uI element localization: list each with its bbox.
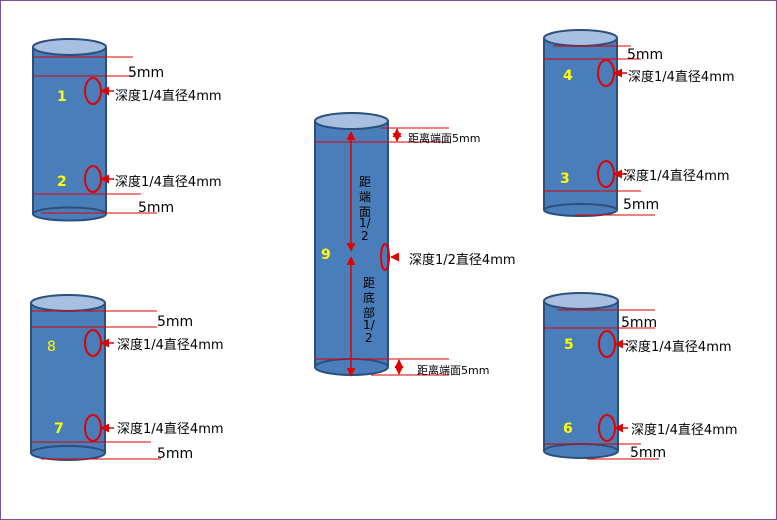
lower-span-label: 距 底 部 1/ 2 <box>363 276 376 345</box>
svg-text:距: 距 <box>359 175 371 189</box>
cylinder-body <box>31 303 105 453</box>
hole-label: 深度1/4直径4mm <box>117 337 224 353</box>
hole-label: 深度1/2直径4mm <box>409 252 516 268</box>
cylinder-bottom-right: 5mm 5 深度1/4直径4mm 6 深度1/4直径4mm 5mm <box>543 292 738 461</box>
top-offset-label: 5mm <box>627 47 663 63</box>
hole-label: 深度1/4直径4mm <box>628 69 735 85</box>
hole-number: 7 <box>54 421 64 437</box>
cylinder-top-face <box>543 29 618 47</box>
svg-text:部: 部 <box>363 305 375 320</box>
cylinder-top-right: 5mm 4 深度1/4直径4mm 3 深度1/4直径4mm 5mm <box>543 29 735 217</box>
cylinder-bottom <box>543 443 619 459</box>
hole-label: 深度1/4直径4mm <box>631 422 738 438</box>
cylinder-top-face <box>32 38 107 56</box>
cylinder-bottom-left: 5mm 8 深度1/4直径4mm 7 深度1/4直径4mm 5mm <box>30 294 224 462</box>
hole-marker <box>380 243 390 271</box>
cylinder-bottom <box>32 206 107 222</box>
cylinder-top-left: 5mm 1 深度1/4直径4mm 2 深度1/4直径4mm 5mm <box>32 38 222 222</box>
hole-number: 5 <box>564 337 574 353</box>
cylinder-body <box>544 301 618 451</box>
hole-number: 4 <box>563 68 573 84</box>
svg-text:底: 底 <box>363 290 375 305</box>
top-offset-label: 距离端面5mm <box>408 131 480 145</box>
hole-number: 9 <box>321 247 331 263</box>
top-offset-label: 5mm <box>128 65 164 81</box>
bottom-offset-label: 5mm <box>138 200 174 216</box>
cylinder-bottom <box>30 445 106 461</box>
top-offset-label: 5mm <box>621 315 657 331</box>
cylinder-body <box>544 38 617 210</box>
svg-text:2: 2 <box>365 331 373 345</box>
svg-text:1/: 1/ <box>359 216 372 230</box>
hole-label: 深度1/4直径4mm <box>625 339 732 355</box>
cylinder-center: 距离端面5mm 距 端 面 1/ 2 距 底 部 1/ 2 9 深度1/2直径4… <box>314 112 516 377</box>
upper-span-label: 距 端 面 1/ 2 <box>359 175 372 243</box>
cylinder-bottom <box>543 203 618 217</box>
hole-label: 深度1/4直径4mm <box>115 174 222 190</box>
cylinder-body <box>33 47 106 214</box>
bottom-offset-label: 5mm <box>630 445 666 461</box>
cylinder-top-face <box>314 112 389 130</box>
hole-number: 1 <box>57 89 67 105</box>
bottom-offset-label: 5mm <box>157 446 193 462</box>
svg-text:面: 面 <box>359 205 371 219</box>
bottom-offset-label: 距离端面5mm <box>417 363 489 377</box>
hole-label: 深度1/4直径4mm <box>623 168 730 184</box>
svg-text:2: 2 <box>361 229 369 243</box>
cylinder-top-face <box>543 292 619 310</box>
hole-number: 2 <box>57 174 67 190</box>
svg-text:端: 端 <box>359 190 371 204</box>
top-offset-label: 5mm <box>157 314 193 330</box>
svg-text:距: 距 <box>363 276 375 290</box>
hole-number: 6 <box>563 421 573 437</box>
bottom-offset-label: 5mm <box>623 197 659 213</box>
hole-label: 深度1/4直径4mm <box>117 421 224 437</box>
hole-number: 3 <box>560 171 570 187</box>
cylinder-top-face <box>30 294 106 312</box>
hole-label: 深度1/4直径4mm <box>115 88 222 104</box>
svg-text:1/: 1/ <box>363 318 376 332</box>
hole-number: 8 <box>47 339 56 355</box>
